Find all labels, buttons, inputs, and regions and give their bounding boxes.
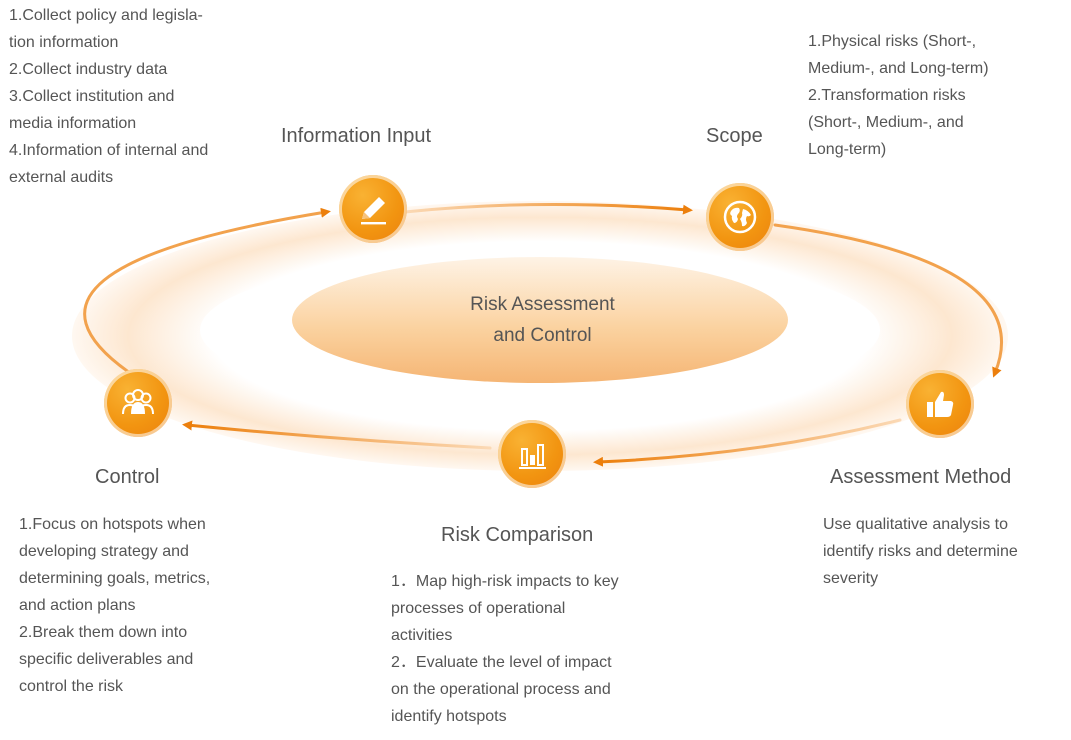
team-icon xyxy=(104,369,172,437)
center-label-line1: Risk Assessment xyxy=(470,294,615,315)
control-description: 1.Focus on hotspots when developing stra… xyxy=(19,511,279,700)
arrow-comparison-to-control xyxy=(182,420,492,450)
list-item: 1.Focus on hotspots when xyxy=(19,516,206,533)
control-title: Control xyxy=(95,466,160,488)
arrow-input-to-scope xyxy=(403,202,693,215)
assessment-method-description: Use qualitative analysis to identify ris… xyxy=(823,511,1063,592)
list-item: 3.Collect institution and xyxy=(9,88,175,105)
arrow-assessment-to-comparison xyxy=(593,418,902,467)
risk-comparison-description: 1．Map high-risk impacts to key processes… xyxy=(391,568,691,730)
arrow-control-to-input xyxy=(83,207,331,375)
list-item: Medium-, and Long-term) xyxy=(808,60,989,77)
list-item: (Short-, Medium-, and xyxy=(808,114,964,131)
list-item: 2．Evaluate the level of impact xyxy=(391,654,612,671)
list-item: 1．Map high-risk impacts to key xyxy=(391,573,619,590)
list-item: external audits xyxy=(9,169,114,186)
list-item: activities xyxy=(391,627,453,644)
list-item: 4.Information of internal and xyxy=(9,142,209,159)
thumbs-up-icon xyxy=(906,370,974,438)
risk-comparison-title: Risk Comparison xyxy=(441,524,594,546)
list-item: 2.Break them down into xyxy=(19,624,188,641)
information-input-title: Information Input xyxy=(281,125,432,147)
list-item: and action plans xyxy=(19,597,136,614)
center-ellipse xyxy=(292,257,788,383)
list-item: Long-term) xyxy=(808,141,887,158)
list-item: specific deliverables and xyxy=(19,651,194,668)
list-item: identify risks and determine xyxy=(823,543,1018,560)
center-label: Risk Assessment and Control xyxy=(400,289,685,351)
bar-chart-icon xyxy=(498,420,566,488)
list-item: 1.Physical risks (Short-, xyxy=(808,33,977,50)
list-item: 1.Collect policy and legisla- xyxy=(9,7,203,24)
list-item: severity xyxy=(823,570,879,587)
scope-description: 1.Physical risks (Short-, Medium-, and L… xyxy=(808,28,1063,163)
information-input-description: 1.Collect policy and legisla- tion infor… xyxy=(9,2,299,191)
assessment-method-title: Assessment Method xyxy=(830,466,1012,488)
pencil-icon xyxy=(339,175,407,243)
globe-icon xyxy=(706,183,774,251)
list-item: control the risk xyxy=(19,678,124,695)
center-label-line2: and Control xyxy=(493,325,592,346)
list-item: 2.Collect industry data xyxy=(9,61,168,78)
list-item: identify hotspots xyxy=(391,708,507,725)
list-item: Use qualitative analysis to xyxy=(823,516,1008,533)
list-item: media information xyxy=(9,115,137,132)
list-item: determining goals, metrics, xyxy=(19,570,211,587)
list-item: developing strategy and xyxy=(19,543,189,560)
list-item: 2.Transformation risks xyxy=(808,87,966,104)
list-item: processes of operational xyxy=(391,600,566,617)
list-item: tion information xyxy=(9,34,119,51)
scope-title: Scope xyxy=(706,125,763,147)
list-item: on the operational process and xyxy=(391,681,611,698)
arrow-scope-to-assessment xyxy=(773,223,1003,378)
